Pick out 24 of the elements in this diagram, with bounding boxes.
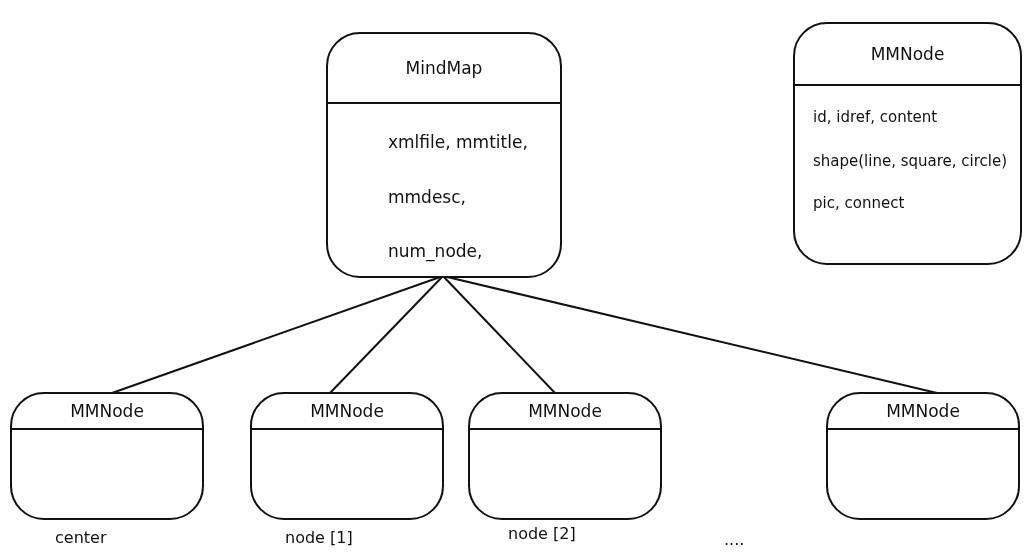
class-name: MMNode [886,401,960,421]
node-caption: node [2] [508,524,576,543]
class-name: MMNode [70,401,144,421]
attribute-text: mmdesc, [388,187,466,207]
class-box [793,22,1022,265]
attribute-text: shape(line, square, circle) [813,152,1008,170]
class-name: MMNode [528,401,602,421]
attribute-text: xmlfile, mmtitle, [388,132,528,152]
connector-line [442,275,556,394]
node-caption: node [1] [285,528,353,547]
class-name: MMNode [310,401,384,421]
class-box [250,392,444,520]
class-box [826,392,1020,520]
class-box [468,392,662,520]
node-caption: center [55,528,107,547]
attribute-text: id, idref, content [813,108,938,126]
ellipsis-text: .... [724,530,745,549]
class-box [326,32,562,278]
class-name: MMNode [870,44,945,64]
class-name: MindMap [405,58,483,78]
class-box [10,392,204,520]
attribute-text: pic, connect [813,194,905,212]
connector-line [329,275,444,394]
attribute-text: num_node, [388,241,483,261]
